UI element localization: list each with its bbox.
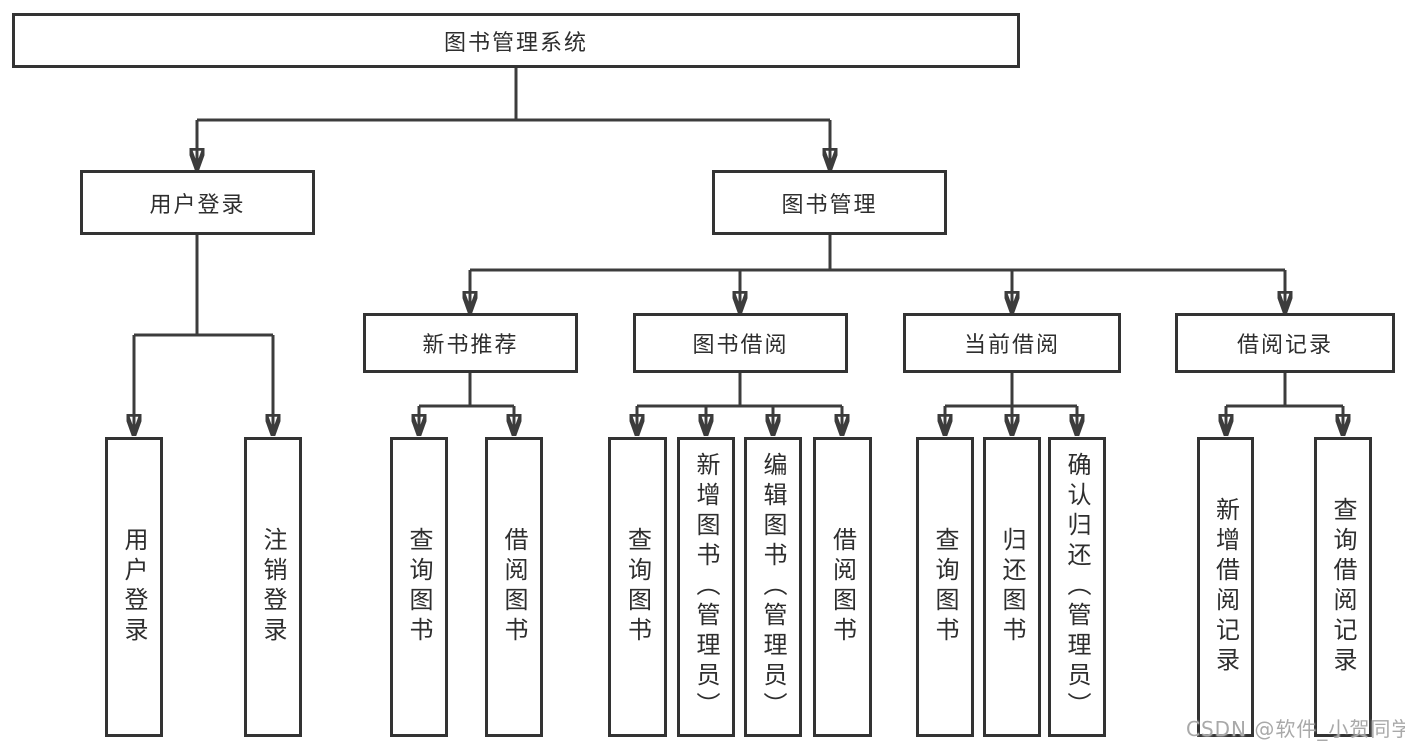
connector-current-borrowing: [945, 373, 1077, 434]
leaf-newbook-borrow-books: 借阅图书: [485, 437, 543, 737]
connector-book-management-branch: [470, 235, 1285, 311]
node-book-management-branch: 图书管理: [712, 170, 947, 235]
connector-user-login-branch: [134, 235, 273, 434]
node-book-borrowing: 图书借阅: [633, 313, 848, 373]
leaf-borrowing-borrow-books: 借阅图书: [813, 437, 872, 737]
connector-root-to-level2: [197, 68, 830, 168]
node-current-borrowing: 当前借阅: [903, 313, 1121, 373]
leaf-borrowing-query-books: 查询图书: [608, 437, 667, 737]
leaf-borrowing-add-books-admin: 新增图书（管理员）: [677, 437, 735, 737]
leaf-newbook-query-books: 查询图书: [390, 437, 448, 737]
csdn-watermark: CSDN @软件_小贺同学: [1186, 717, 1405, 741]
connector-borrowing-records: [1226, 373, 1343, 434]
node-user-login-branch: 用户登录: [80, 170, 315, 235]
leaf-user-login: 用户登录: [105, 437, 163, 737]
node-new-book-recommend: 新书推荐: [363, 313, 578, 373]
leaf-current-query-books: 查询图书: [916, 437, 974, 737]
connector-book-borrowing: [637, 373, 842, 434]
node-root: 图书管理系统: [12, 13, 1020, 68]
leaf-current-return-books: 归还图书: [983, 437, 1041, 737]
node-borrowing-records: 借阅记录: [1175, 313, 1395, 373]
leaf-borrowing-edit-books-admin: 编辑图书（管理员）: [744, 437, 802, 737]
leaf-current-confirm-return-admin: 确认归还（管理员）: [1048, 437, 1106, 737]
leaf-logout: 注销登录: [244, 437, 302, 737]
connector-new-book-recommend: [419, 373, 514, 434]
leaf-records-query-record: 查询借阅记录: [1314, 437, 1372, 737]
leaf-records-add-record: 新增借阅记录: [1197, 437, 1254, 737]
